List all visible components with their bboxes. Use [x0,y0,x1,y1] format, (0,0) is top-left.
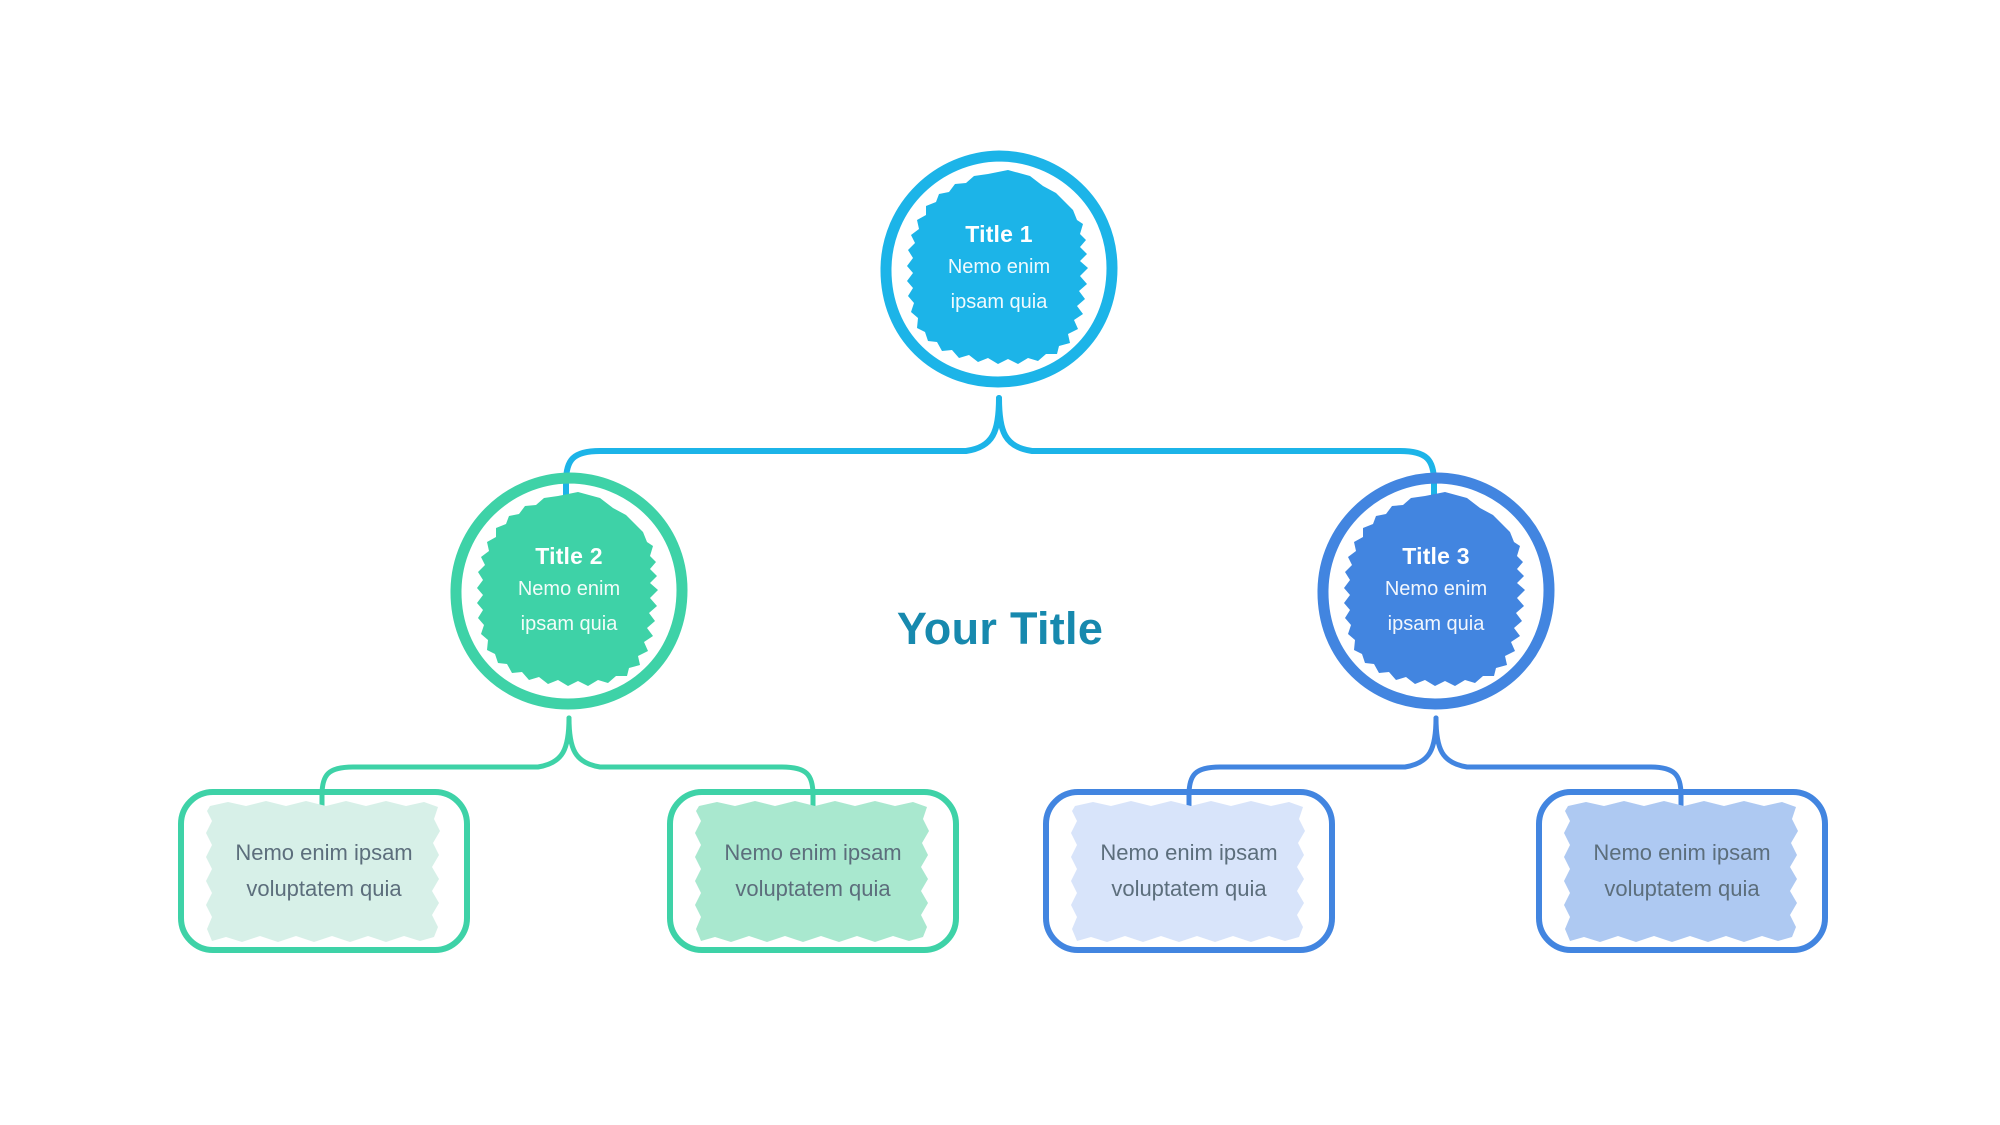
node-title-3-title: Title 3 [1402,542,1470,569]
leaf-box-4-line2: voluptatem quia [1604,876,1760,901]
sketch-border-leaf-4 [1536,789,1828,953]
node-title-1-title: Title 1 [965,220,1033,247]
node-title-3-line1: Nemo enim [1384,578,1488,601]
sketch-blob-blue [1344,492,1525,686]
leaf-box-2-line2: voluptatem quia [735,876,891,901]
node-title-1[interactable]: Title 1 Nemo enim ipsam quia [880,150,1118,388]
node-title-3-labels: Title 3 Nemo enim ipsam quia [1317,472,1555,710]
leaf-box-1-text: Nemo enim ipsam voluptatem quia [190,787,458,955]
sketch-blob-cyan [907,170,1088,364]
sketch-border-leaf-1 [178,789,470,953]
node-title-3[interactable]: Title 3 Nemo enim ipsam quia [1317,472,1555,710]
leaf-box-2-text: Nemo enim ipsam voluptatem quia [679,787,947,955]
node-title-2-labels: Title 2 Nemo enim ipsam quia [450,472,688,710]
sketch-border-leaf-3 [1043,789,1335,953]
page-title: Your Title [896,603,1104,654]
leaf-box-4-text: Nemo enim ipsam voluptatem quia [1548,787,1816,955]
leaf-box-4[interactable]: Nemo enim ipsam voluptatem quia [1534,787,1830,955]
leaf-box-1[interactable]: Nemo enim ipsam voluptatem quia [176,787,472,955]
leaf-box-3-text: Nemo enim ipsam voluptatem quia [1055,787,1323,955]
leaf-box-3-line2: voluptatem quia [1111,876,1267,901]
sketch-fill-leaf-3 [1071,801,1305,942]
leaf-box-4-line1: Nemo enim ipsam [1593,840,1771,866]
leaf-box-2-line1: Nemo enim ipsam [724,840,902,866]
sketch-fill-leaf-2 [695,801,929,942]
sketch-blob-green [477,492,658,686]
sketch-ring-green [450,472,688,710]
node-title-2-title: Title 2 [535,542,603,569]
node-title-1-line2: ipsam quia [950,291,1048,314]
sketch-fill-leaf-4 [1564,801,1798,942]
leaf-box-3-line1: Nemo enim ipsam [1100,840,1278,866]
sketch-ring-cyan [880,150,1118,388]
sketch-ring-blue [1317,472,1555,710]
node-title-2-line2: ipsam quia [520,613,618,636]
node-title-1-line1: Nemo enim [947,256,1051,279]
leaf-box-2[interactable]: Nemo enim ipsam voluptatem quia [665,787,961,955]
node-title-3-line2: ipsam quia [1387,613,1485,636]
sketch-border-leaf-2 [667,789,959,953]
node-title-2[interactable]: Title 2 Nemo enim ipsam quia [450,472,688,710]
leaf-box-1-line1: Nemo enim ipsam [235,840,413,866]
sketch-fill-leaf-1 [206,801,440,942]
node-title-1-labels: Title 1 Nemo enim ipsam quia [880,150,1118,388]
node-title-2-line1: Nemo enim [517,578,621,601]
leaf-box-1-line2: voluptatem quia [246,876,402,901]
leaf-box-3[interactable]: Nemo enim ipsam voluptatem quia [1041,787,1337,955]
